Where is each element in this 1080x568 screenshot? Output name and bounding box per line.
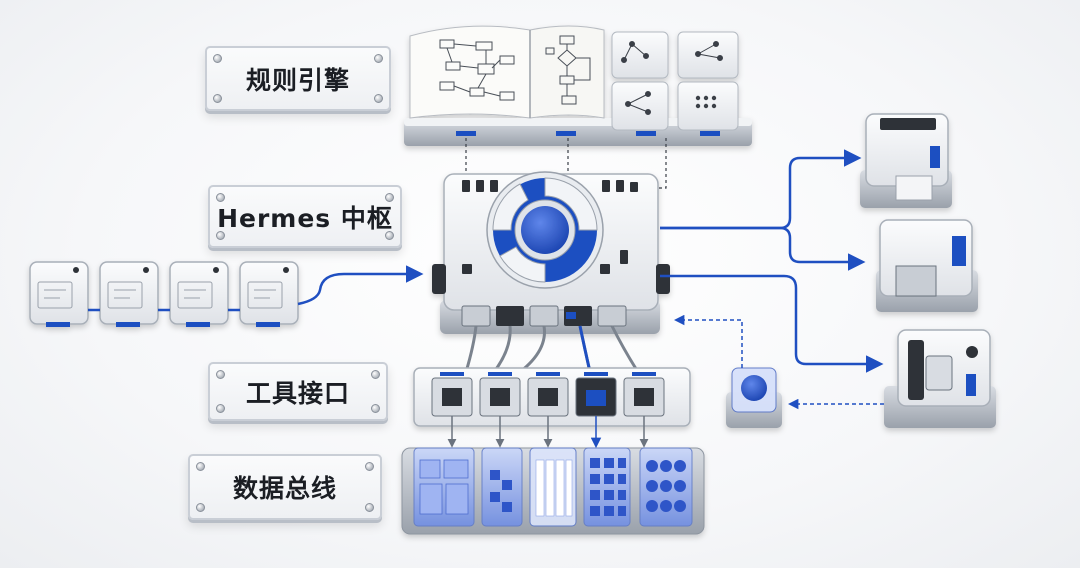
tool-interface-label: 工具接口 (208, 362, 388, 421)
rule-engine-module (404, 25, 752, 146)
screw-icon (216, 370, 225, 379)
output-device-printer (860, 113, 952, 208)
screw-icon (216, 193, 225, 202)
rule-engine-text: 规则引擎 (245, 65, 350, 95)
screw-icon (371, 370, 380, 379)
screw-icon (216, 231, 225, 240)
screw-icon (365, 462, 374, 471)
hermes-hub-label: Hermes 中枢 (208, 185, 402, 248)
rule-engine-label: 规则引擎 (205, 46, 391, 111)
screw-icon (216, 404, 225, 413)
screw-icon (385, 193, 394, 202)
screw-icon (213, 54, 222, 63)
screw-icon (385, 231, 394, 240)
input-modules (29, 261, 299, 327)
screw-icon (213, 94, 222, 103)
screw-icon (374, 94, 383, 103)
data-bus-tray (401, 447, 705, 535)
output-device-actuator (884, 329, 996, 428)
screw-icon (365, 503, 374, 512)
tool-interface-text: 工具接口 (245, 378, 350, 408)
screw-icon (196, 503, 205, 512)
screw-icon (371, 404, 380, 413)
feedback-sensor (726, 367, 782, 428)
screw-icon (374, 54, 383, 63)
data-bus-label: 数据总线 (188, 454, 382, 520)
tool-interface-panel (413, 367, 691, 427)
hermes-hub-device (432, 171, 670, 334)
hermes-hub-text: Hermes 中枢 (217, 203, 393, 233)
data-bus-text: 数据总线 (232, 474, 337, 503)
screw-icon (196, 462, 205, 471)
output-device-scanner (876, 219, 978, 312)
